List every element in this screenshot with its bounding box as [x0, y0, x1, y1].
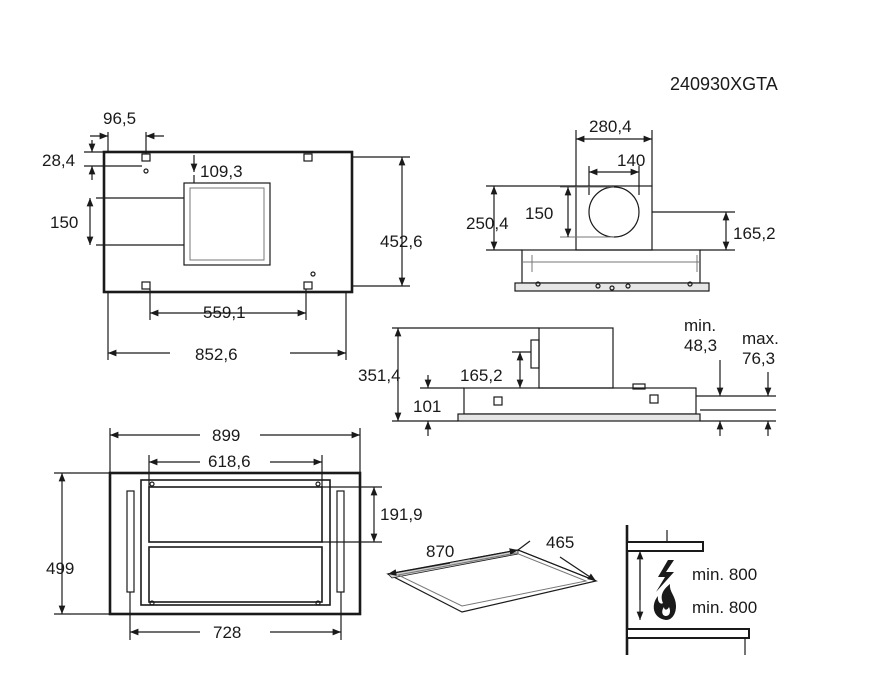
clearance-diagram: min. 800 min. 800	[625, 525, 757, 655]
top-view-duct	[183, 182, 271, 266]
side-view-outlet	[588, 186, 640, 238]
max-value: 76,3	[742, 349, 775, 368]
top-view: 96,5 28,4 109,3 150 452,6 559,1 852,6	[42, 109, 423, 364]
model-code: 240930XGTA	[670, 74, 778, 94]
flame-icon	[653, 584, 676, 620]
dim-899: 899	[212, 426, 240, 445]
min-value: 48,3	[684, 336, 717, 355]
side-view-duct-box	[575, 185, 653, 251]
side-view: 280,4 140 150 250,4 165,2	[466, 117, 776, 292]
dim-109-3: 109,3	[200, 162, 243, 181]
dim-280-4: 280,4	[589, 117, 632, 136]
dim-165-2-front: 165,2	[460, 366, 503, 385]
dim-165-2-side: 165,2	[733, 224, 776, 243]
electric-clearance: min. 800	[692, 565, 757, 584]
iso-view: 870 465	[386, 533, 599, 613]
dim-101: 101	[413, 397, 441, 416]
dim-191-9: 191,9	[380, 505, 423, 524]
dim-150-top: 150	[50, 213, 78, 232]
lightning-icon	[656, 560, 674, 592]
max-label: max.	[742, 329, 779, 348]
min-label: min.	[684, 316, 716, 335]
dim-499: 499	[46, 559, 74, 578]
top-view-outline	[102, 150, 354, 294]
dim-465: 465	[546, 533, 574, 552]
dim-452-6: 452,6	[380, 232, 423, 251]
dim-728: 728	[213, 623, 241, 642]
dim-140: 140	[617, 151, 645, 170]
dim-250-4: 250,4	[466, 214, 509, 233]
front-view: 351,4 165,2 101 min. 48,3 max. 76,3	[358, 316, 779, 436]
dim-559-1: 559,1	[203, 303, 246, 322]
dim-351-4: 351,4	[358, 366, 401, 385]
bottom-view-outline	[108, 471, 362, 616]
dim-150-side: 150	[525, 204, 553, 223]
bottom-view: 899 618,6 191,9 499 728	[46, 426, 423, 642]
dim-852-6: 852,6	[195, 345, 238, 364]
dim-96-5: 96,5	[103, 109, 136, 128]
dim-618-6: 618,6	[208, 452, 251, 471]
gas-clearance: min. 800	[692, 598, 757, 617]
dim-28-4: 28,4	[42, 151, 75, 170]
dim-870: 870	[426, 542, 454, 561]
